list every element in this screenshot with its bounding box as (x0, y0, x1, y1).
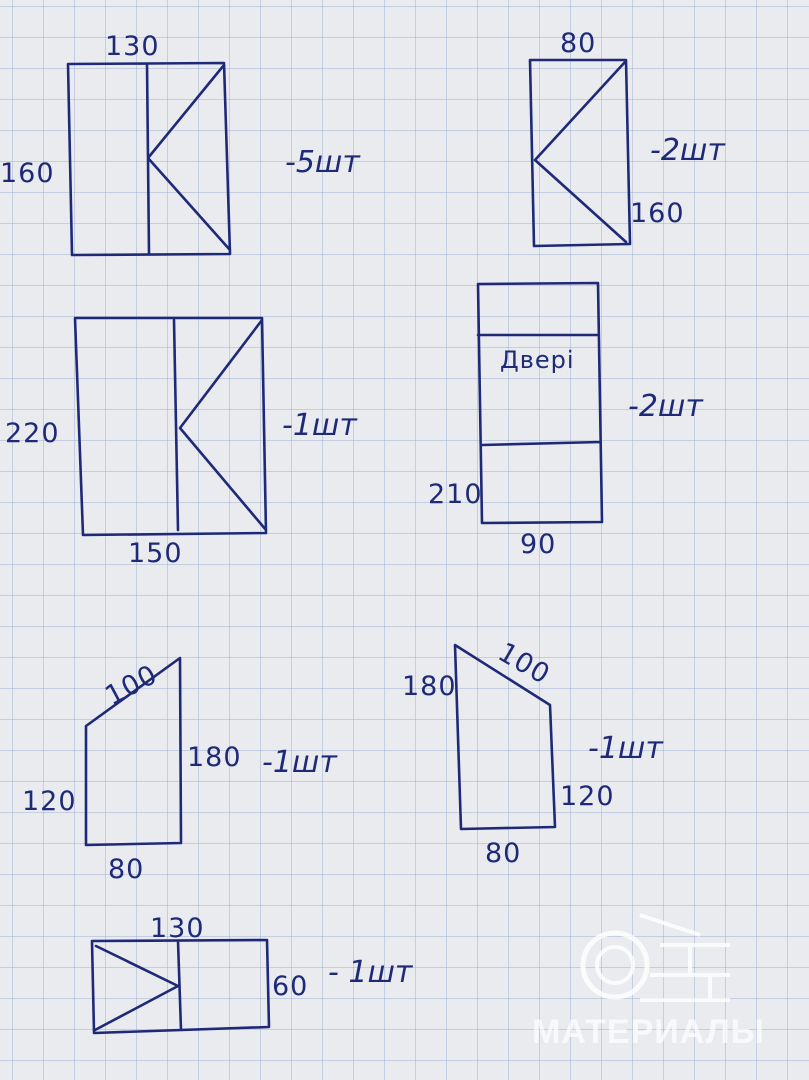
trapezoid-sketch-right: 100 180 120 80 -1шт (402, 637, 664, 869)
quantity-label: -5шт (285, 145, 361, 180)
width-label: 90 (520, 529, 556, 560)
left-height-label: 120 (22, 786, 77, 817)
height-label: 160 (630, 198, 685, 229)
height-label: 60 (272, 971, 308, 1002)
right-height-label: 180 (187, 742, 242, 773)
width-label: 130 (150, 913, 205, 944)
width-label: 130 (105, 31, 160, 62)
right-height-label: 120 (560, 781, 615, 812)
slope-label: 100 (493, 637, 556, 691)
width-label: 150 (128, 538, 183, 569)
window-sketch-1: 130 160 -5шт (0, 31, 361, 257)
window-sketch-small: 130 60 - 1шт (90, 913, 414, 1035)
height-label: 160 (0, 158, 55, 189)
quantity-label: -1шт (282, 408, 358, 443)
height-label: 210 (428, 479, 483, 510)
quantity-label: -2шт (628, 389, 704, 424)
slope-label: 100 (100, 659, 163, 712)
left-height-label: 180 (402, 671, 457, 702)
quantity-label: -1шт (588, 731, 664, 766)
door-sketch: Двері 210 90 -2шт (428, 281, 704, 560)
bottom-width-label: 80 (485, 838, 521, 869)
trapezoid-sketch-left: 100 120 180 80 -1шт (22, 656, 338, 885)
width-label: 80 (560, 28, 596, 59)
window-sketch-2: 80 160 -2шт (528, 28, 726, 248)
quantity-label: - 1шт (328, 955, 414, 990)
bottom-width-label: 80 (108, 854, 144, 885)
door-label: Двері (500, 346, 575, 374)
window-sketch-3: 220 150 -1шт (5, 316, 358, 569)
height-label: 220 (5, 418, 60, 449)
watermark-logo: МАТЕРИАЛЫ (532, 913, 765, 1051)
quantity-label: -2шт (650, 133, 726, 168)
watermark-text: МАТЕРИАЛЫ (532, 1013, 765, 1051)
quantity-label: -1шт (262, 745, 338, 780)
